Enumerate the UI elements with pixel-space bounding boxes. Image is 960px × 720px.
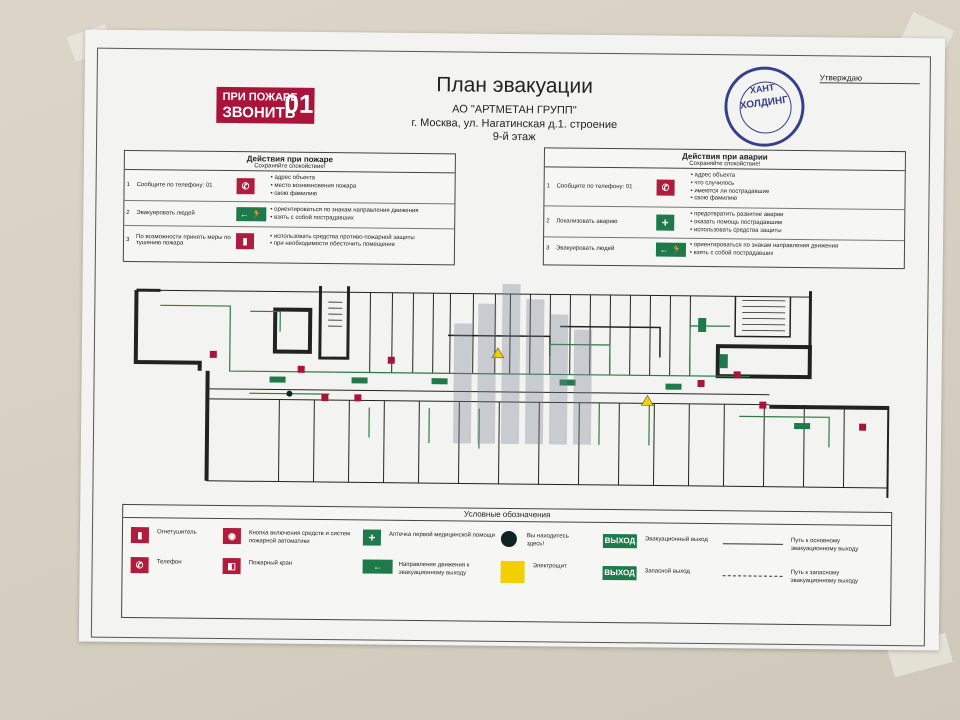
fire-actions-table: Действия при пожаре Сохраняйте спокойств… [122, 149, 456, 266]
first-aid-icon: + [362, 529, 382, 546]
extinguisher-icon: ▮ [130, 527, 150, 544]
legend: Условные обозначения ▮ Огнетушитель ✆ Те… [121, 503, 893, 626]
phone-icon: ✆ [130, 557, 149, 574]
first-aid-icon: + [656, 214, 675, 231]
fire-hydrant-icon: ◧ [222, 557, 241, 575]
accident-actions-table: Действия при аварии Сохраняйте спокойств… [542, 147, 906, 270]
exit-arrow-icon: ← 🏃 [655, 242, 687, 257]
main-route-line [722, 543, 783, 545]
fire-action-row: 2 Эвакуировать людей ← 🏃 • ориентировать… [124, 200, 455, 230]
spare-exit-icon: ВЫХОД [602, 565, 637, 581]
legend-item: Путь к основному эвакуационному выходу [722, 535, 883, 552]
evacuation-plan-sheet: ПРИ ПОЖАРЕ ЗВОНИТЬ 01 План эвакуации АО … [78, 29, 946, 651]
legend-item: Путь к запасному эвакуационному выходу [722, 567, 883, 584]
fire-action-row: 3 По возможности принять меры по тушению… [126, 232, 415, 249]
floor-plan [133, 285, 891, 498]
accident-action-row: 3 Эвакуировать людей ← 🏃 • ориентировать… [545, 242, 839, 257]
phone-icon: ✆ [236, 178, 255, 195]
you-are-here-icon [500, 530, 517, 548]
exit-arrow-icon: ← 🏃 [236, 207, 267, 222]
fire-action-row: 1 Сообщите по телефону: 01 ✆ • адрес объ… [124, 169, 455, 205]
approve-label: Утверждаю [819, 73, 920, 85]
extinguisher-icon: ▮ [235, 232, 255, 249]
accident-action-row: 2 Локализовать аварию + • предотвратить … [544, 206, 905, 242]
watermark-logo [452, 283, 593, 445]
phone-icon: ✆ [656, 179, 675, 196]
exit-direction-icon: ← [362, 559, 393, 574]
electric-panel-icon [500, 560, 525, 584]
accident-action-row: 1 Сообщите по телефону: 01 ✆ • адрес объ… [544, 167, 905, 211]
alarm-button-icon: ◉ [222, 527, 242, 545]
evacuation-exit-icon: ВЫХОД [602, 533, 637, 549]
spare-route-line [722, 575, 783, 577]
